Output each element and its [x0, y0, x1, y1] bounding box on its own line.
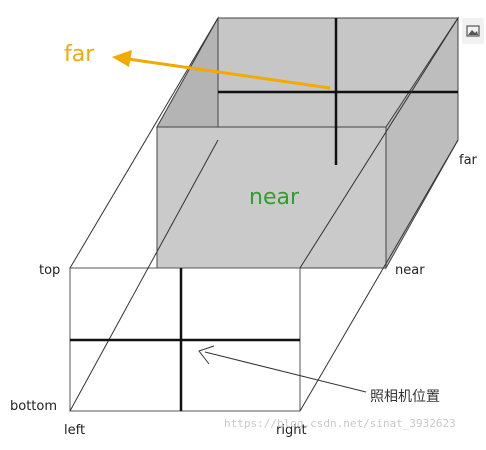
- near-plane: [156, 126, 387, 269]
- left-label: left: [64, 423, 86, 438]
- near-side-label: near: [395, 263, 425, 278]
- far-arrow-line: [127, 57, 331, 90]
- far-arrow-label: far: [64, 42, 95, 67]
- edge-top-right: [299, 17, 459, 269]
- camera-position-label: 照相机位置: [370, 389, 440, 405]
- edge-bottom-left: [69, 139, 219, 412]
- camera-pointer-head: [198, 345, 215, 365]
- edge-bottom-right: [299, 139, 459, 412]
- camera-pointer-line: [204, 351, 367, 393]
- far-arrow-head: [112, 50, 132, 67]
- near-plane-label: near: [249, 185, 300, 210]
- top-label: top: [39, 263, 61, 278]
- right-label: right: [276, 423, 307, 438]
- image-icon-button[interactable]: [462, 18, 484, 44]
- edge-top-left: [69, 17, 219, 269]
- far-side-label: far: [459, 153, 477, 168]
- bottom-label: bottom: [10, 399, 58, 414]
- image-icon: [466, 25, 480, 37]
- watermark: https://blog.csdn.net/sinat_3932623: [224, 417, 456, 430]
